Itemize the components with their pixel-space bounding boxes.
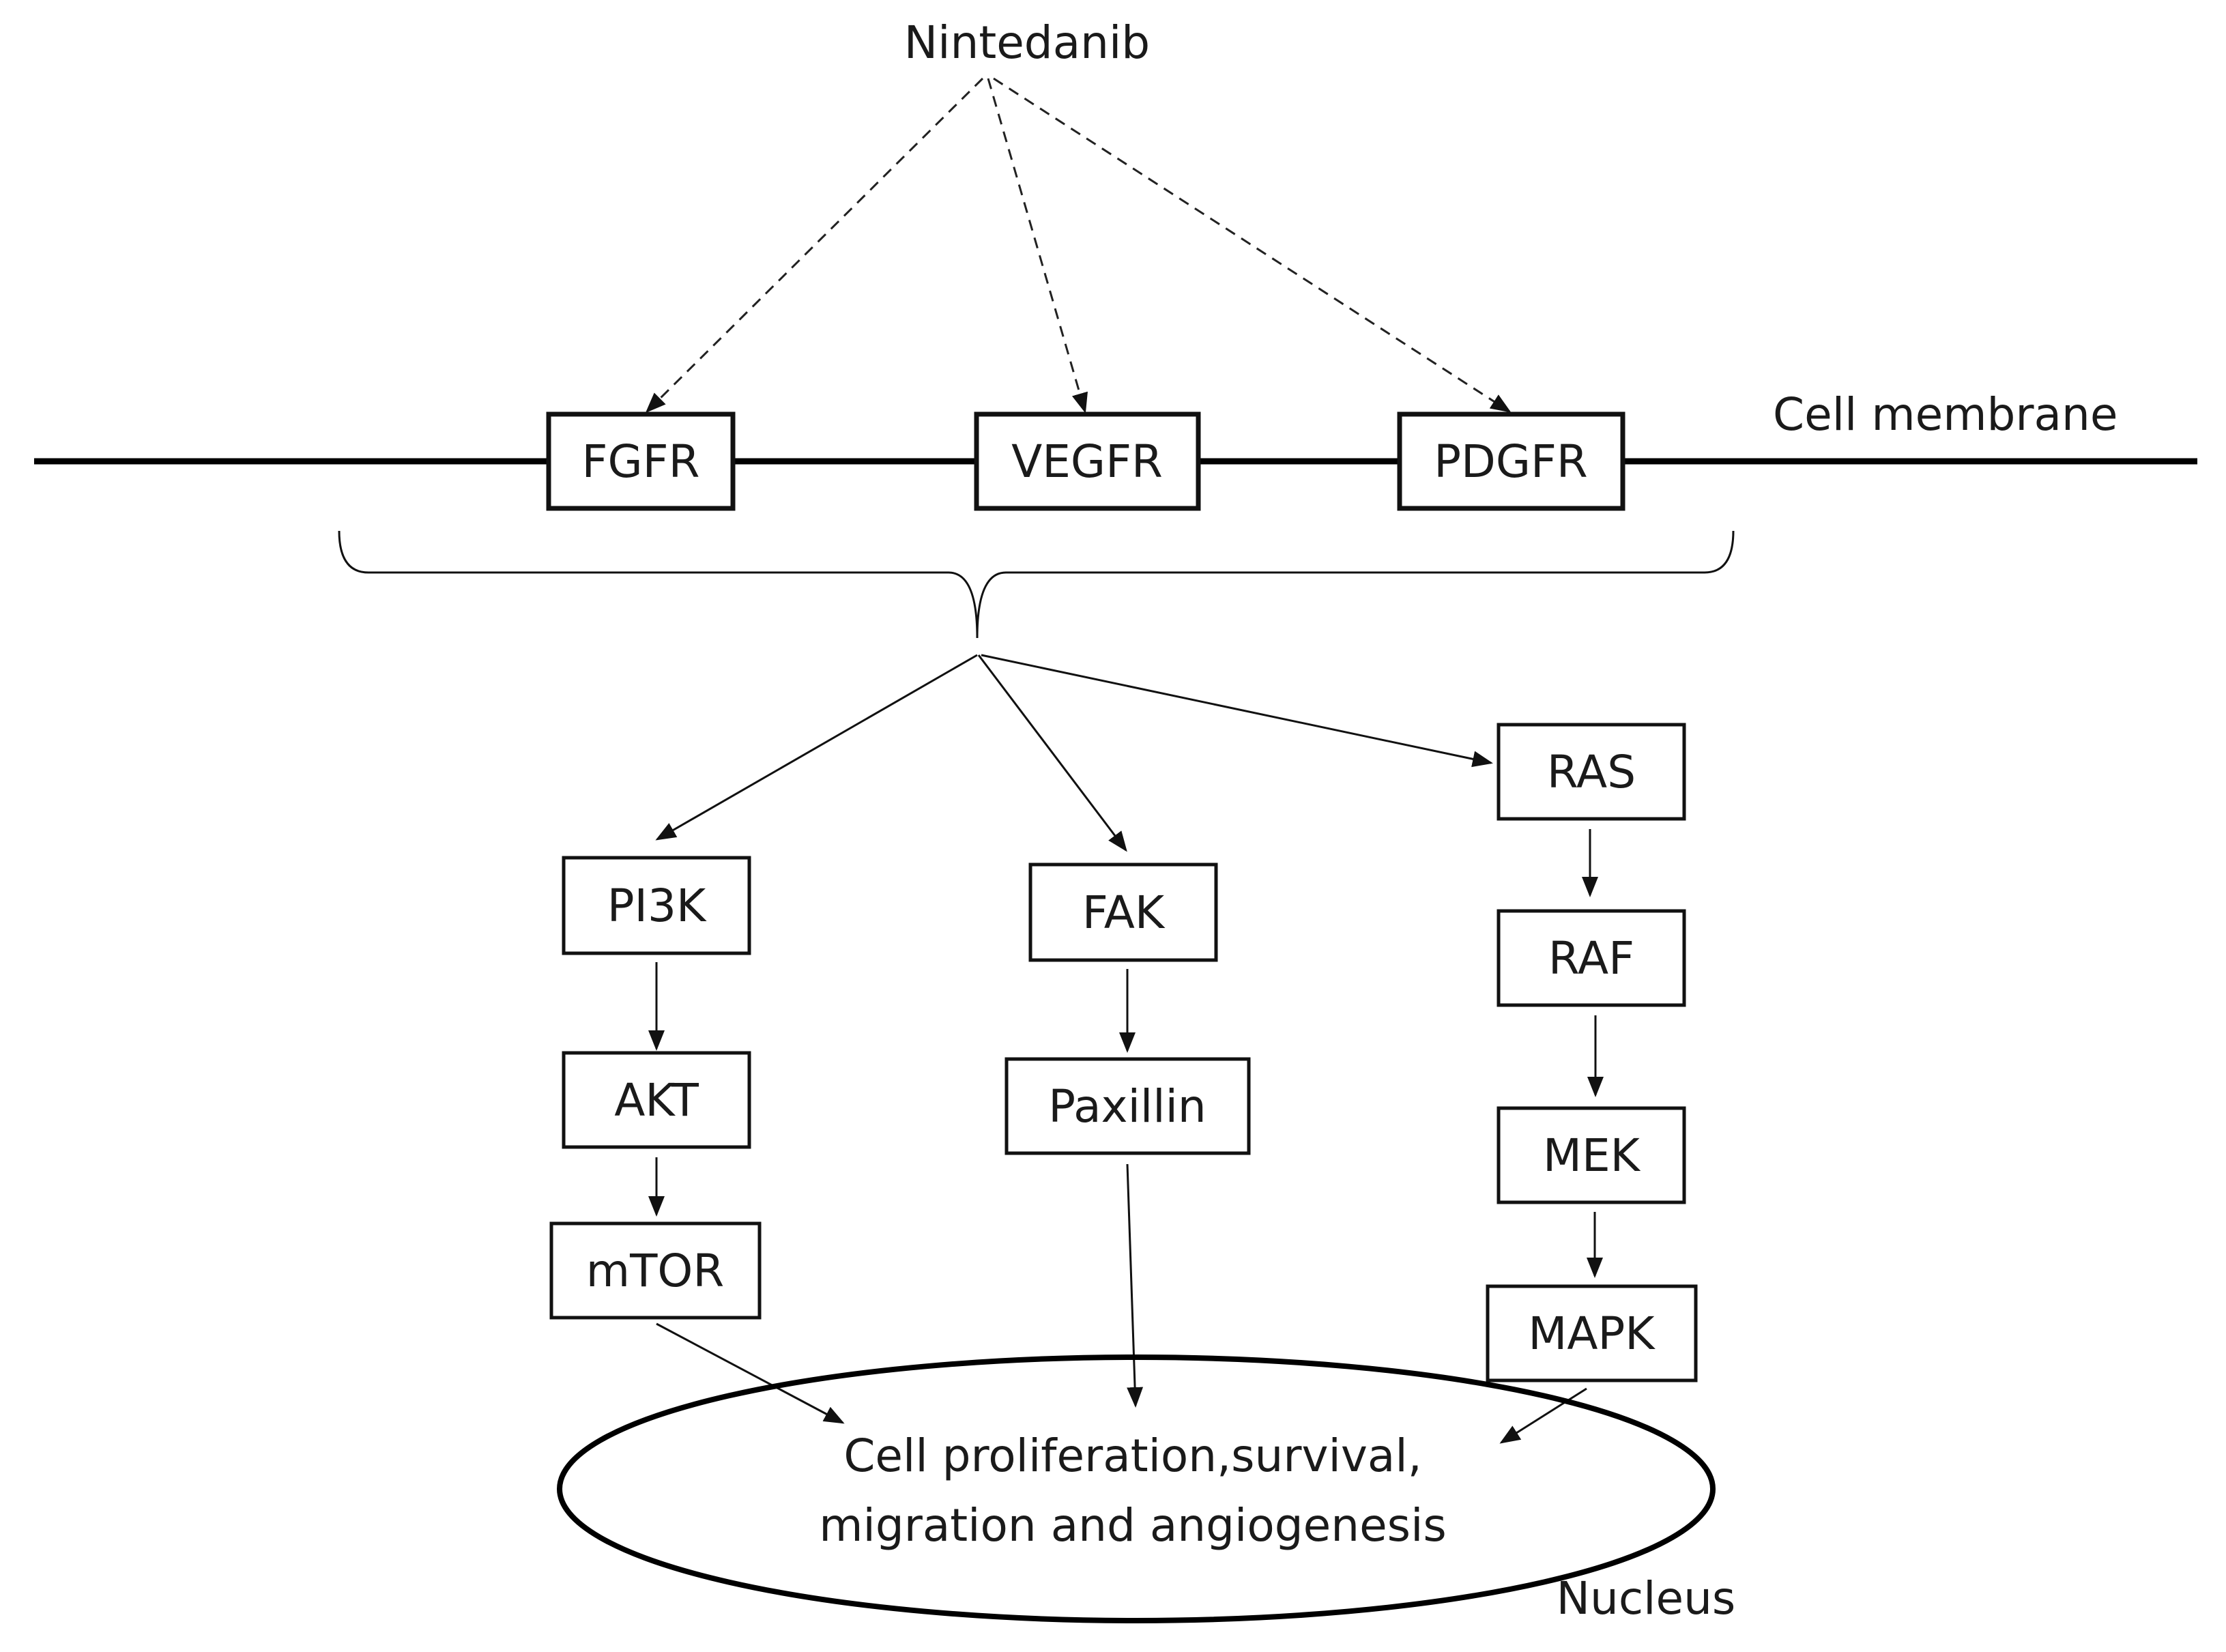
node-mtor-label: mTOR [586,1245,724,1297]
drug-to-vegfr-arrow [987,78,1088,414]
mapk-to-nucleus-arrow [1499,1387,1587,1444]
node-ras-label: RAS [1547,746,1636,798]
node-mek-label: MEK [1543,1129,1641,1182]
drug-to-pdgfr-arrow [993,77,1512,413]
receptor-pdgfr: PDGFR [1397,411,1625,511]
node-akt-label: AKT [614,1074,699,1127]
node-pi3k-label: PI3K [607,880,707,932]
nucleus-outcome-line2: migration and angiogenesis [819,1499,1447,1552]
mtor-to-nucleus-arrow [656,1322,845,1424]
node-raf: RAF [1497,909,1686,1007]
branch-to-pi3k-arrow [655,654,978,841]
branch-to-ras-arrow [981,654,1493,768]
receptor-fgfr: FGFR [546,411,736,511]
node-akt: AKT [562,1051,751,1149]
receptor-vegfr: VEGFR [974,411,1201,511]
node-fak: FAK [1028,863,1218,962]
node-mapk: MAPK [1486,1284,1698,1382]
receptor-vegfr-label: VEGFR [1011,435,1163,488]
cell-membrane-label: Cell membrane [1773,388,2117,441]
receptor-brace [338,530,1735,639]
drug-label: Nintedanib [904,16,1150,69]
paxillin-to-nucleus-arrow [1126,1163,1144,1408]
nucleus-outcome-line1: Cell proliferation,survival, [843,1430,1421,1482]
node-paxillin-label: Paxillin [1048,1080,1206,1133]
receptor-pdgfr-label: PDGFR [1434,435,1588,488]
nucleus-label: Nucleus [1557,1572,1736,1625]
node-paxillin: Paxillin [1004,1057,1251,1155]
nucleus-ellipse [557,1354,1716,1623]
node-mapk-label: MAPK [1528,1307,1656,1360]
node-raf-label: RAF [1548,932,1634,985]
node-pi3k: PI3K [562,856,751,955]
receptor-fgfr-label: FGFR [582,435,700,488]
branch-to-fak-arrow [977,654,1127,852]
drug-to-fgfr-arrow [645,77,984,414]
node-fak-label: FAK [1082,886,1166,939]
node-mek: MEK [1497,1106,1686,1204]
node-ras: RAS [1497,723,1686,821]
node-mtor: mTOR [549,1221,762,1320]
